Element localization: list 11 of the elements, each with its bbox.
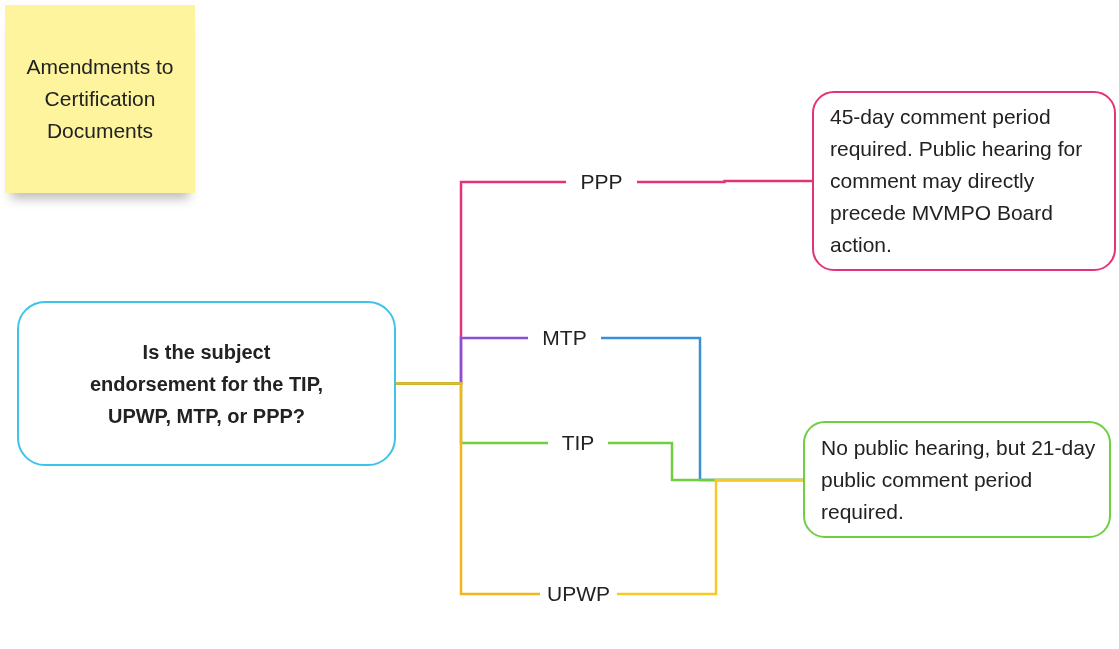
branch-label: PPP <box>566 166 637 198</box>
sticky-note: Amendments to Certification Documents <box>5 5 195 193</box>
connector-line <box>637 179 812 184</box>
branch-label: TIP <box>548 427 608 459</box>
question-box: Is the subject endorsement for the TIP, UPWP, MTP, or PPP? <box>17 301 396 466</box>
branch-label: MTP <box>528 322 601 354</box>
connector-line <box>617 478 803 596</box>
connector-line <box>396 382 540 596</box>
branch-label: UPWP <box>540 578 617 610</box>
answer-box: No public hearing, but 21-day public comment period required. <box>803 421 1111 538</box>
answer-box: 45-day comment period required. Public hearing for comment may directly precede MVMPO Board action. <box>812 91 1116 271</box>
